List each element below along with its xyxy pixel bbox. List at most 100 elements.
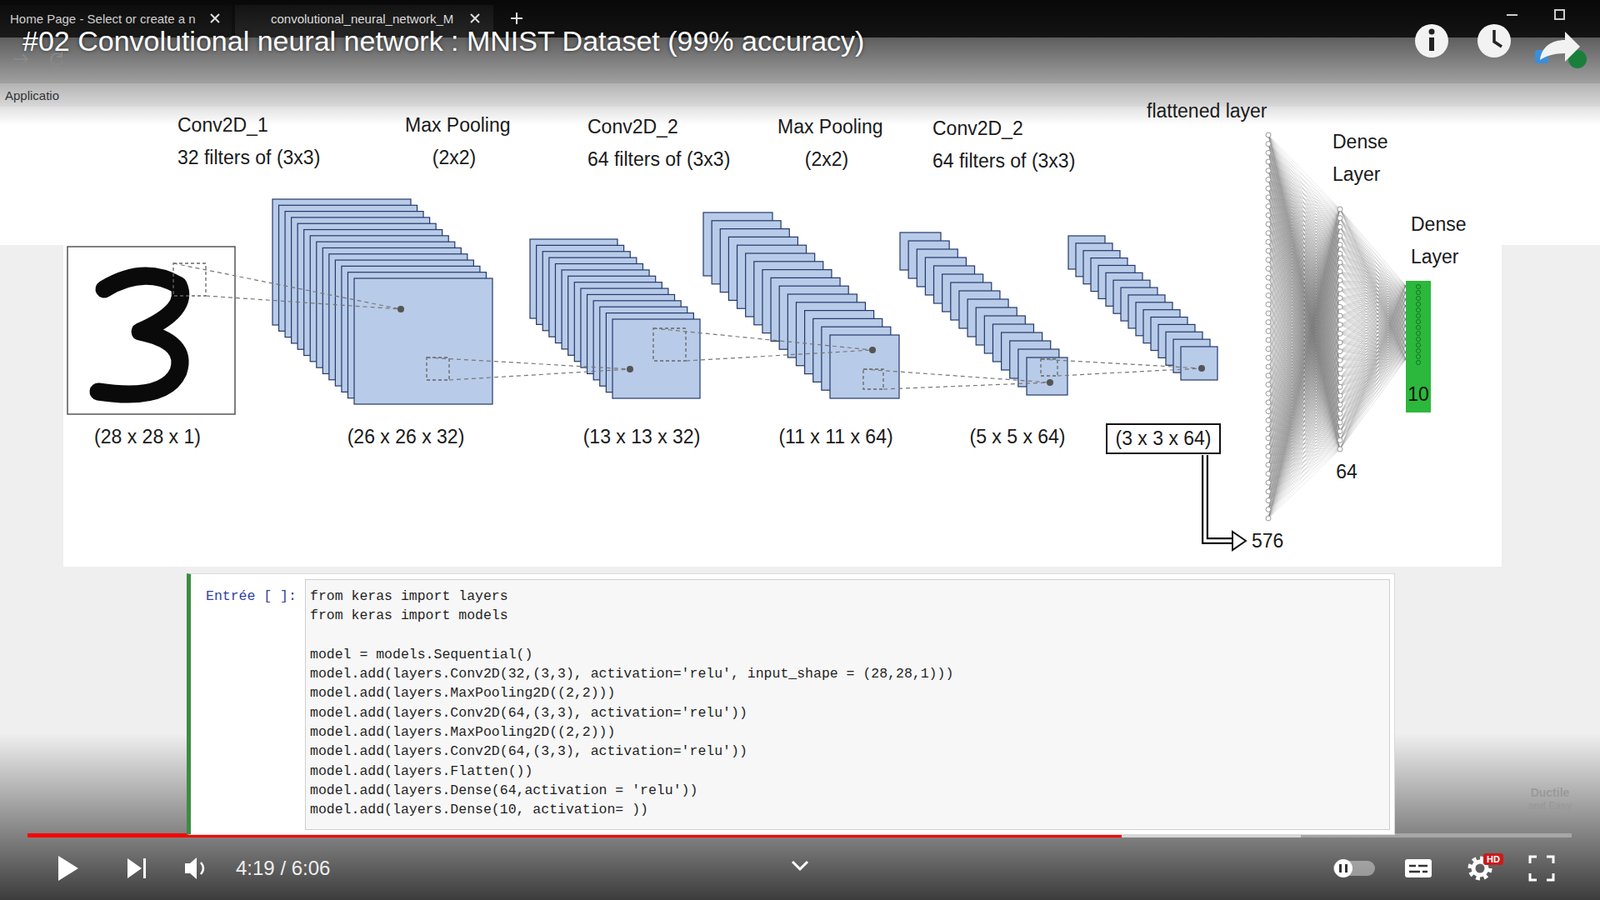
neuron [1265, 462, 1271, 468]
browser-tab-title: convolutional_neural_network_M [270, 11, 454, 26]
dense-weight [1268, 306, 1340, 519]
watch-later-icon [1494, 30, 1502, 47]
digit-three [98, 275, 181, 395]
window-minimize [1506, 14, 1518, 16]
autoplay-toggle [1345, 864, 1348, 873]
output-neuron [1415, 290, 1420, 295]
label-anchor: 576 [1251, 530, 1284, 553]
projection-line [863, 369, 1050, 390]
label-anchor: (5 x 5 x 64) [969, 425, 1065, 449]
layer-detail: 32 filters of (3x3) [177, 146, 320, 170]
dense-weight [1340, 292, 1406, 440]
code-line: model.add(layers.MaxPooling2D((2,2))) [310, 683, 954, 703]
feature-map [1180, 346, 1218, 380]
subtitles-icon [1405, 859, 1432, 878]
neuron [1265, 150, 1271, 155]
hd-badge: HD [1483, 853, 1504, 865]
label-anchor: Conv2D_2 [932, 117, 1024, 140]
label-anchor: (2x2) [805, 148, 849, 171]
flatten-arrow [1205, 455, 1235, 541]
neuron [1337, 429, 1343, 435]
dense-weight [1340, 292, 1406, 423]
feature-map [354, 278, 493, 405]
neuron [1265, 301, 1271, 307]
dense-weight [1268, 262, 1340, 519]
receptive-field [1040, 359, 1058, 376]
dense-weight [1340, 299, 1406, 450]
neuron [1265, 230, 1271, 236]
neuron [1337, 357, 1343, 363]
output-neuron [1415, 284, 1420, 289]
flatten-arrow [1205, 455, 1237, 541]
projection-line [653, 328, 873, 361]
label-anchor: and Easy [1528, 800, 1573, 812]
neuron [1337, 224, 1343, 230]
code-cell: Entrée [ ]: from keras import layersfrom … [186, 573, 1395, 835]
output-shape-box: (3 x 3 x 64) [1105, 423, 1220, 455]
dense-weight [1340, 319, 1406, 440]
dense-weight [1268, 405, 1340, 519]
dense-weight [1268, 342, 1340, 519]
neuron [1265, 409, 1271, 415]
dense-weight [1268, 360, 1340, 519]
dense-weight [1340, 312, 1406, 432]
shape-dimension: (11 x 11 x 64) [778, 425, 893, 449]
dense-weight [1268, 351, 1340, 519]
neuron [1265, 310, 1271, 316]
dense-weight [1340, 292, 1406, 450]
projection-dot [1198, 365, 1205, 372]
neuron [1265, 480, 1271, 485]
dense-weight [1268, 395, 1340, 519]
layer-detail: (2x2) [805, 148, 849, 171]
neuron [1337, 250, 1343, 256]
output-neuron [1415, 313, 1420, 318]
neuron [1265, 212, 1271, 218]
feature-map [1026, 357, 1068, 395]
diagram-panel [63, 106, 1502, 567]
dense-weight [1268, 413, 1340, 519]
feature-map [612, 319, 700, 399]
neuron [1265, 275, 1271, 280]
neuron [1265, 328, 1271, 334]
neuron [1265, 168, 1271, 174]
code-body: from keras import layersfrom keras impor… [310, 586, 954, 820]
share-icon [1540, 31, 1580, 62]
dense-weights [1268, 135, 1406, 519]
neuron [1265, 132, 1271, 138]
label-anchor: (11 x 11 x 64) [778, 425, 893, 449]
new-tab-icon [510, 12, 523, 25]
neuron [1265, 248, 1271, 254]
label-anchor: (2x2) [432, 146, 476, 170]
receptive-field [863, 369, 884, 390]
title-anchor: #02 Convolutional neural network : MNIST… [22, 25, 865, 58]
neuron [1337, 313, 1343, 319]
output-neuron [1415, 336, 1420, 341]
dense-weight [1340, 299, 1406, 440]
neuron [1337, 402, 1343, 408]
title-shade [0, 0, 1600, 125]
dense-weight [1268, 253, 1340, 519]
code-line: model.add(layers.Conv2D(64,(3,3), activa… [310, 703, 954, 723]
label-anchor: Conv2D_2 [587, 115, 679, 139]
dense-weight [1340, 325, 1406, 450]
code-line: model.add(layers.Dense(10, activation= )… [310, 800, 954, 820]
output-layer-bar: 10 [1405, 280, 1431, 413]
next-icon [127, 858, 142, 879]
neuron [1265, 141, 1271, 147]
neuron [1265, 320, 1271, 325]
neuron [1337, 446, 1343, 452]
cell-prompt: Entrée [ ]: [205, 586, 297, 606]
neuron [1265, 257, 1271, 263]
neuron [1265, 400, 1271, 405]
dense-weight [1268, 422, 1340, 519]
output-neuron [1415, 295, 1420, 300]
neuron [1265, 355, 1271, 360]
label-anchor: Max Pooling [405, 114, 511, 137]
label-anchor: Home Page - Select or create a n [10, 11, 196, 26]
neuron [1337, 286, 1343, 292]
dense-weight [1340, 319, 1406, 450]
receptive-field [173, 263, 206, 296]
info-icon [1429, 29, 1435, 35]
dense-weight [1340, 305, 1406, 432]
